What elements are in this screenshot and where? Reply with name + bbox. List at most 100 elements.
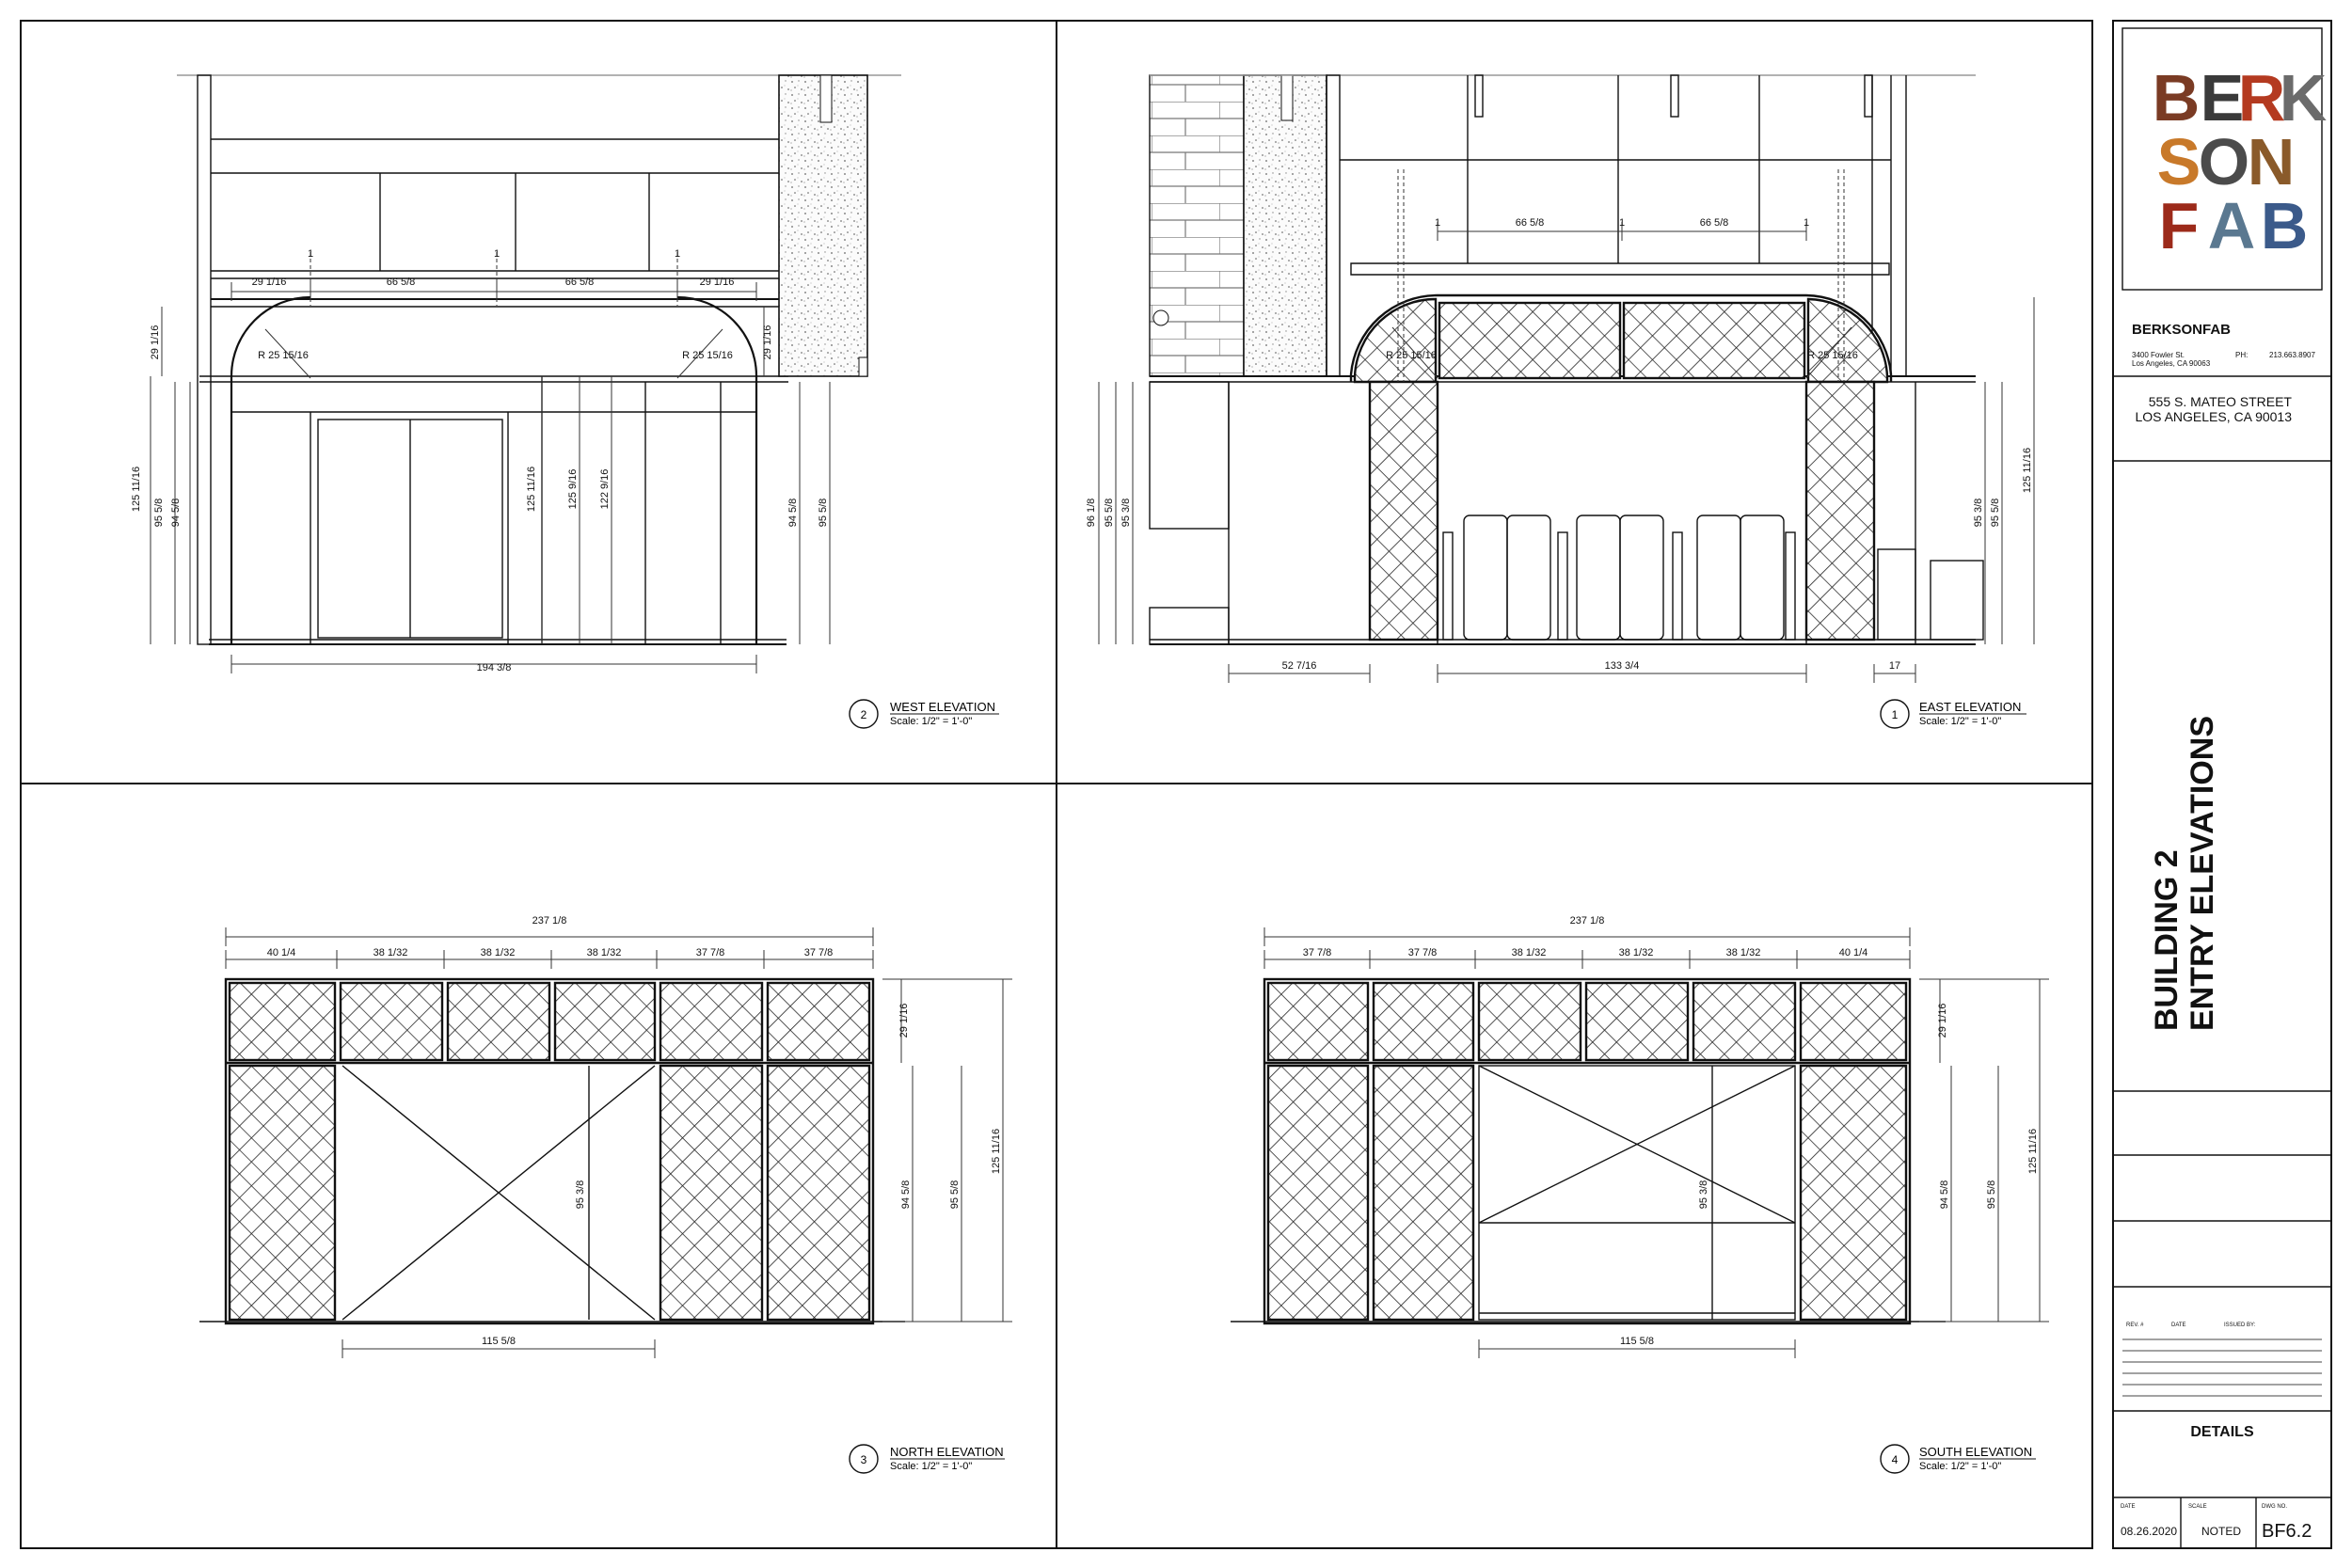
east-dim-d1: 66 5/8	[1516, 217, 1545, 229]
west-scale: Scale: 1/2" = 1'-0"	[890, 716, 972, 727]
issued-by-label: ISSUED BY:	[2224, 1323, 2256, 1328]
east-dim-b2: 133 3/4	[1605, 660, 1640, 672]
south-dim-p4: 38 1/32	[1619, 947, 1654, 958]
sheet-title-line2: ENTRY ELEVATIONS	[2185, 716, 2220, 1031]
drawing-date: 08.26.2020	[2121, 1525, 2177, 1538]
drawing-scale: NOTED	[2201, 1525, 2241, 1538]
rev-label: REV. #	[2126, 1323, 2144, 1328]
east-title: EAST ELEVATION	[1919, 700, 2021, 714]
east-screen-panel-right	[1804, 380, 1876, 641]
logo-letter: B	[2153, 61, 2201, 135]
svg-text:3: 3	[861, 1453, 867, 1466]
south-title: SOUTH ELEVATION	[1919, 1445, 2032, 1459]
east-dim-d2: 66 5/8	[1700, 217, 1729, 229]
west-radius-right: R 25 15/16	[682, 350, 733, 361]
east-dim-v3: 95 3/8	[1120, 499, 1132, 528]
west-marker: 1	[675, 248, 680, 260]
north-dim-overall: 237 1/8	[532, 915, 567, 927]
west-marker: 1	[308, 248, 313, 260]
date-label: DATE	[2121, 1504, 2136, 1510]
south-dim-v3: 95 5/8	[1986, 1180, 1997, 1210]
west-dim-v6: 122 9/16	[599, 469, 611, 510]
north-dim-p2: 38 1/32	[373, 947, 408, 958]
company-address-line1: 3400 Fowler St.	[2132, 351, 2185, 359]
north-dim-v3: 95 5/8	[949, 1180, 961, 1210]
phone-label: PH:	[2235, 351, 2248, 359]
east-dim-v2: 95 5/8	[1104, 499, 1115, 528]
east-dim-b1: 52 7/16	[1282, 660, 1317, 672]
logo-letter: K	[2280, 61, 2328, 135]
west-dim-v1: 125 11/16	[131, 467, 142, 512]
west-dim-v8: 95 5/8	[818, 499, 829, 528]
west-dim-v3: 94 5/8	[170, 499, 182, 528]
north-elevation: 237 1/8 40 1/4 38 1/32 38 1/32 38 1/32 3…	[199, 915, 1012, 1474]
east-dim-v5: 95 5/8	[1990, 499, 2001, 528]
logo-letter: O	[2199, 125, 2249, 198]
stone-column	[778, 74, 868, 377]
company-address-line2: Los Angeles, CA 90063	[2132, 359, 2211, 368]
south-dim-p3: 38 1/32	[1512, 947, 1547, 958]
west-dim-d2: 66 5/8	[387, 277, 416, 288]
stone-column	[1243, 74, 1327, 377]
south-dim-v2: 94 5/8	[1939, 1180, 1950, 1210]
east-marker: 1	[1804, 217, 1809, 229]
logo-letter: S	[2157, 125, 2201, 198]
east-dim-v1: 96 1/8	[1086, 499, 1097, 528]
north-dim-bottom: 115 5/8	[482, 1336, 516, 1347]
west-radius-left: R 25 15/16	[258, 350, 309, 361]
svg-text:1: 1	[1892, 708, 1899, 721]
project-address-line1: 555 S. MATEO STREET	[2149, 394, 2293, 409]
section-label: DETAILS	[2190, 1424, 2254, 1440]
west-marker: 1	[494, 248, 500, 260]
south-scale: Scale: 1/2" = 1'-0"	[1919, 1461, 2001, 1472]
east-screen-panel-left	[1368, 380, 1439, 641]
south-dim-overall: 237 1/8	[1570, 915, 1605, 927]
south-dim-p1: 37 7/8	[1303, 947, 1332, 958]
dwg-label: DWG NO.	[2262, 1504, 2287, 1510]
logo-letter: F	[2159, 189, 2200, 262]
drawing-number: BF6.2	[2262, 1521, 2312, 1542]
west-dim-d1: 29 1/16	[252, 277, 287, 288]
project-address-line2: LOS ANGELES, CA 90013	[2135, 409, 2292, 424]
west-title: WEST ELEVATION	[890, 700, 995, 714]
east-elevation: 66 5/8 66 5/8 1 1 1 R 25 15/16 R 25 15/1…	[1086, 74, 2035, 729]
west-view-label: 2 WEST ELEVATION Scale: 1/2" = 1'-0"	[849, 699, 999, 729]
east-view-label: 1 EAST ELEVATION Scale: 1/2" = 1'-0"	[1880, 699, 2026, 729]
north-dim-v2: 94 5/8	[900, 1180, 912, 1210]
company-logo: B E R K S O N F A B	[2153, 61, 2328, 262]
east-dim-b3: 17	[1889, 660, 1900, 672]
north-scale: Scale: 1/2" = 1'-0"	[890, 1461, 972, 1472]
west-dim-v2: 95 5/8	[153, 499, 165, 528]
north-dim-v1: 29 1/16	[898, 1004, 910, 1038]
north-dim-p1: 40 1/4	[267, 947, 296, 958]
west-dim-v5: 125 9/16	[567, 469, 579, 510]
south-elevation: 237 1/8 37 7/8 37 7/8 38 1/32 38 1/32 38…	[1231, 915, 2049, 1474]
logo-letter: A	[2208, 189, 2256, 262]
east-scale: Scale: 1/2" = 1'-0"	[1919, 716, 2001, 727]
south-dim-bottom: 115 5/8	[1620, 1336, 1654, 1347]
north-dim-p6: 37 7/8	[804, 947, 834, 958]
brick-wall	[1149, 74, 1245, 377]
rev-date-label: DATE	[2171, 1323, 2186, 1328]
south-dim-door: 95 3/8	[1698, 1180, 1709, 1210]
svg-text:4: 4	[1892, 1453, 1899, 1466]
sheet-title-line1: BUILDING 2	[2149, 849, 2185, 1031]
east-dim-v6: 125 11/16	[2022, 448, 2033, 493]
south-dim-p6: 40 1/4	[1839, 947, 1868, 958]
logo-letter: E	[2201, 61, 2245, 135]
north-view-label: 3 NORTH ELEVATION Scale: 1/2" = 1'-0"	[849, 1444, 1005, 1474]
svg-text:2: 2	[861, 708, 867, 721]
south-dim-p2: 37 7/8	[1408, 947, 1438, 958]
east-radius-right: R 25 15/16	[1807, 350, 1858, 361]
title-block	[2113, 27, 2331, 1548]
sheet-frame	[20, 20, 2332, 1549]
west-dim-h2: 29 1/16	[762, 325, 773, 360]
scale-label: SCALE	[2188, 1504, 2207, 1510]
south-view-label: 4 SOUTH ELEVATION Scale: 1/2" = 1'-0"	[1880, 1444, 2036, 1474]
west-elevation: 29 1/16 66 5/8 66 5/8 29 1/16 1 1 1 R 25…	[131, 74, 999, 729]
east-screen-arch	[1353, 297, 1438, 384]
south-dim-v4: 125 11/16	[2027, 1129, 2039, 1174]
west-dim-bottom: 194 3/8	[477, 662, 512, 673]
company-name: BERKSONFAB	[2132, 322, 2231, 338]
